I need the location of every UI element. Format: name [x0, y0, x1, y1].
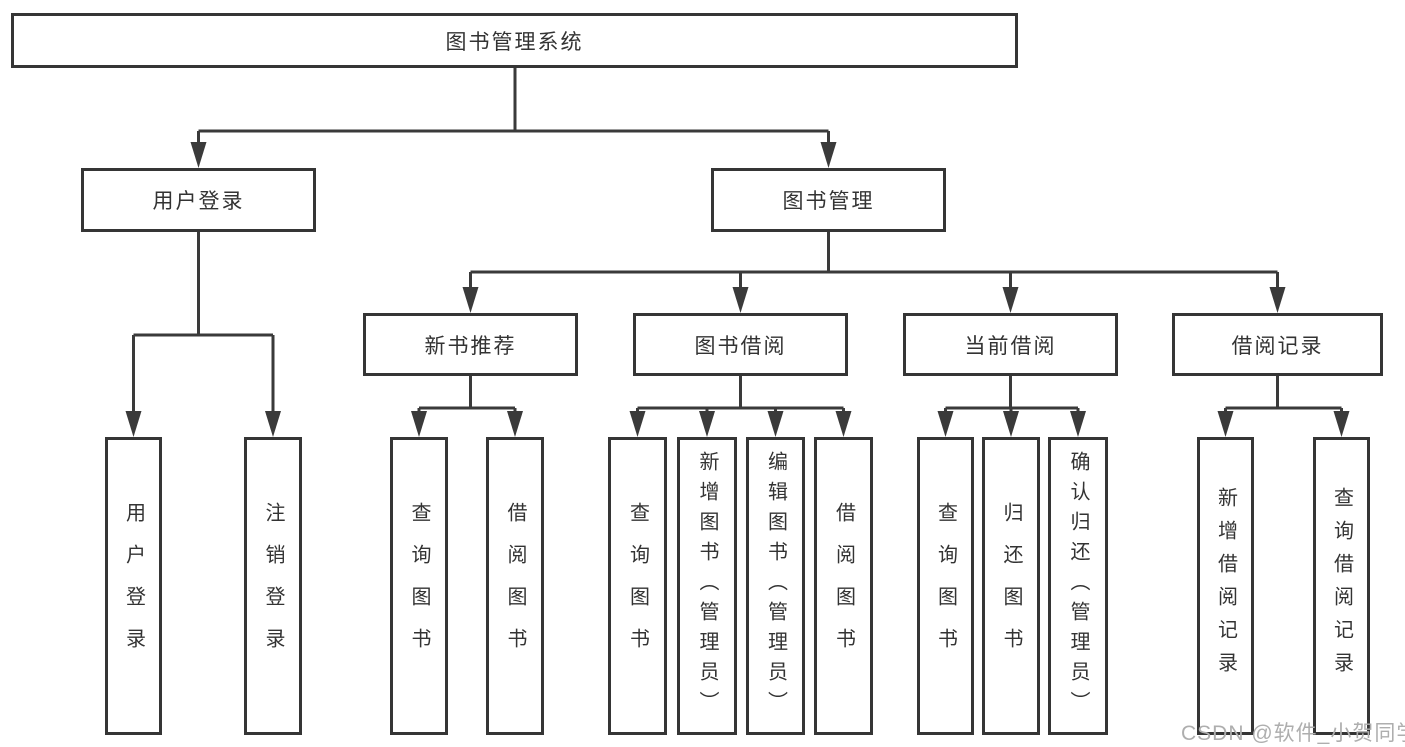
node-label: 图书借阅	[694, 334, 787, 358]
node-label: 借阅记录	[1231, 334, 1324, 358]
node-label: 用户登录	[152, 190, 245, 213]
node-user-login: 用户登录	[81, 168, 316, 232]
node-label: 用户登录	[122, 502, 145, 670]
node-label: 新书推荐	[424, 334, 517, 358]
node-leaf-query-books-current: 查询图书	[917, 437, 974, 735]
node-new-book-recommend: 新书推荐	[363, 313, 578, 376]
node-label: 当前借阅	[964, 334, 1057, 358]
node-label: 确认归还（管理员）	[1067, 451, 1089, 721]
node-library-management-system: 图书管理系统	[11, 13, 1018, 68]
node-label: 归还图书	[1000, 502, 1022, 670]
node-leaf-add-book-admin: 新增图书（管理员）	[677, 437, 737, 735]
node-leaf-query-borrow-record: 查询借阅记录	[1313, 437, 1370, 735]
node-label: 注销登录	[262, 502, 284, 670]
node-book-borrowing: 图书借阅	[633, 313, 848, 376]
node-label: 查询图书	[626, 502, 649, 670]
node-label: 新增借阅记录	[1214, 487, 1237, 685]
node-label: 图书管理系统	[445, 30, 584, 54]
node-label: 新增图书（管理员）	[696, 451, 718, 721]
node-leaf-query-books-newbook: 查询图书	[390, 437, 448, 735]
node-label: 查询图书	[408, 502, 430, 670]
node-leaf-borrow-books: 借阅图书	[814, 437, 873, 735]
node-leaf-edit-book-admin: 编辑图书（管理员）	[746, 437, 805, 735]
node-leaf-logout: 注销登录	[244, 437, 302, 735]
node-leaf-return-books: 归还图书	[982, 437, 1040, 735]
node-leaf-borrow-books-newbook: 借阅图书	[486, 437, 544, 735]
node-label: 借阅图书	[504, 502, 526, 670]
node-current-borrowing: 当前借阅	[903, 313, 1118, 376]
node-leaf-user-login: 用户登录	[105, 437, 162, 735]
node-label: 查询借阅记录	[1330, 487, 1353, 685]
watermark-text: CSDN @软件_小贺同学	[1181, 722, 1405, 745]
node-label: 借阅图书	[832, 502, 855, 670]
node-borrowing-records: 借阅记录	[1172, 313, 1383, 376]
node-label: 图书管理	[782, 190, 875, 213]
node-label: 查询图书	[934, 502, 957, 670]
node-leaf-add-borrow-record: 新增借阅记录	[1197, 437, 1254, 735]
node-label: 编辑图书（管理员）	[764, 451, 787, 721]
node-book-management: 图书管理	[711, 168, 946, 232]
node-leaf-confirm-return-admin: 确认归还（管理员）	[1048, 437, 1108, 735]
node-leaf-query-books-borrow: 查询图书	[608, 437, 667, 735]
